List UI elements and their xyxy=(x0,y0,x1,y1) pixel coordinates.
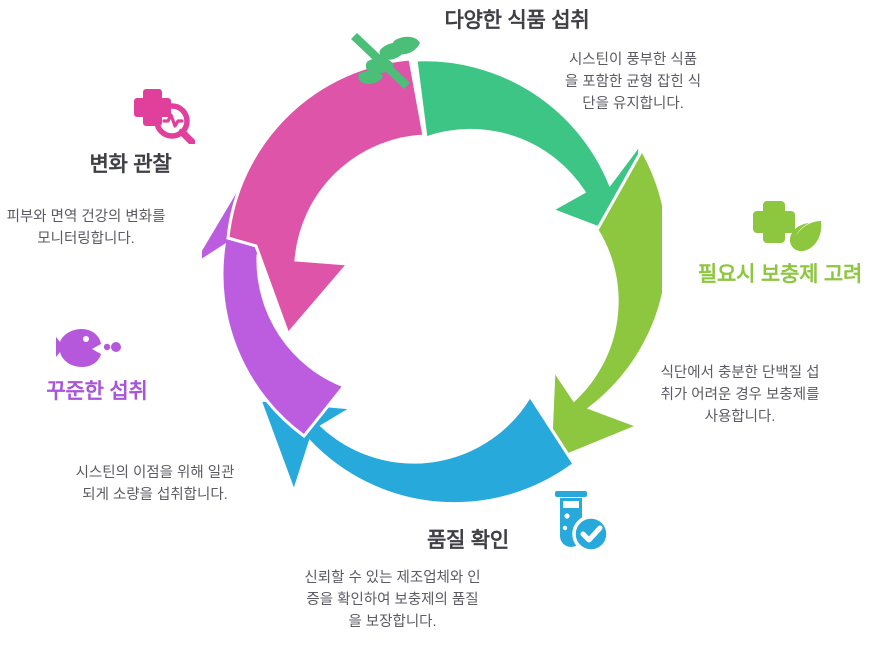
node-description-consistent: 시스틴의 이점을 위해 일관되게 소량을 섭취합니다. xyxy=(75,465,235,503)
node-title-quality: 품질 확인 xyxy=(426,529,510,552)
node-description-variety: 시스틴이 풍부한 식품을 포함한 균형 잡힌 식단을 유지합니다. xyxy=(564,52,702,112)
cycle-segment-monitor[interactable] xyxy=(226,57,426,337)
cycle-segment-supplement[interactable] xyxy=(548,146,662,465)
node-description-monitor: 피부와 면역 건강의 변화를 모니터링합니다. xyxy=(6,209,166,247)
node-title-variety: 다양한 식품 섭취 xyxy=(444,9,590,32)
cross-magnifier-pulse-icon xyxy=(133,88,196,146)
node-title-supplement: 필요시 보충제 고려 xyxy=(697,263,863,286)
cross-leaf-icon xyxy=(753,199,825,257)
leaf-sprig-icon xyxy=(348,33,430,95)
fish-icon xyxy=(55,327,121,369)
node-description-supplement: 식단에서 충분한 단백질 섭취가 어려운 경우 보충제를 사용합니다. xyxy=(660,365,820,425)
test-tube-check-icon xyxy=(551,490,611,553)
node-description-quality: 신뢰할 수 있는 제조업체와 인증을 확인하여 보충제의 품질을 보장합니다. xyxy=(304,570,481,630)
node-title-monitor: 변화 관찰 xyxy=(89,153,172,176)
cycle-ring-graphic xyxy=(202,57,662,506)
node-title-consistent: 꾸준한 섭취 xyxy=(46,380,148,403)
